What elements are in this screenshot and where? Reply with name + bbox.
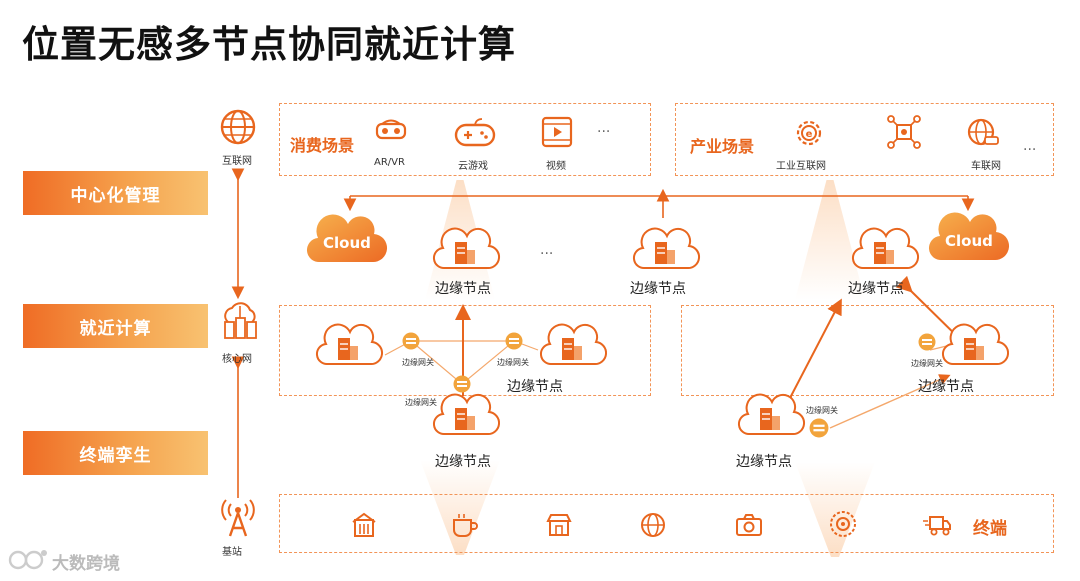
- industry-scenario-box: [675, 103, 1054, 176]
- gateway-label: 边缘网关: [806, 406, 838, 415]
- ellipsis: ···: [540, 246, 554, 262]
- edge-node-icon: [540, 322, 608, 372]
- edge-node-icon: [433, 226, 501, 276]
- vr-headset-icon: [374, 117, 408, 147]
- svg-text:e: e: [806, 129, 813, 140]
- video-icon: [541, 116, 573, 152]
- edge-node-icon: [316, 322, 384, 372]
- network-hub-icon: [887, 115, 921, 153]
- edge-node-label: 边缘节点: [848, 281, 904, 297]
- gateway-label: 边缘网关: [405, 398, 437, 407]
- edge-node-label: 边缘节点: [435, 454, 491, 470]
- cloud-icon: [928, 208, 1010, 262]
- gateway-icon: [505, 332, 523, 354]
- base-station-label: 基站: [222, 547, 242, 558]
- industry-item-label: 车联网: [971, 161, 1001, 172]
- gateway-label: 边缘网关: [497, 358, 529, 367]
- cloud-label: Cloud: [945, 232, 993, 250]
- core-network-label: 核心网: [222, 354, 252, 365]
- gamepad-icon: [454, 117, 496, 151]
- consumer-scenario-box: [279, 103, 651, 176]
- edge-node-icon: [738, 392, 806, 442]
- watermark-logo-icon: [8, 545, 50, 579]
- delivery-truck-icon: [922, 513, 952, 541]
- gateway-icon: [453, 375, 471, 397]
- base-station-icon: [218, 498, 258, 542]
- camera-icon: [735, 513, 763, 541]
- industry-item-label: 工业互联网: [776, 161, 826, 172]
- edge-node-label: 边缘节点: [435, 281, 491, 297]
- gateway-label: 边缘网关: [402, 358, 434, 367]
- cup-icon: [451, 512, 479, 542]
- consumer-item-label: AR/VR: [374, 157, 405, 168]
- page-title: 位置无感多节点协同就近计算: [22, 23, 516, 66]
- edge-node-icon: [433, 392, 501, 442]
- gear-icon: e: [792, 116, 826, 154]
- layer-nearby-compute: 就近计算: [23, 304, 208, 348]
- gateway-label: 边缘网关: [911, 359, 943, 368]
- consumer-item-label: 云游戏: [458, 161, 488, 172]
- medal-icon: [828, 509, 858, 543]
- industry-more: ···: [1023, 142, 1037, 158]
- edge-node-icon: [852, 226, 920, 276]
- edge-node-label: 边缘节点: [507, 379, 563, 395]
- layer-central-management: 中心化管理: [23, 171, 208, 215]
- internet-label: 互联网: [222, 156, 252, 167]
- edge-node-icon: [942, 322, 1010, 372]
- consumer-more: ···: [597, 124, 611, 140]
- globe-icon: [640, 512, 666, 542]
- cloud-icon: [306, 210, 388, 264]
- industry-scenario-label: 产业场景: [690, 137, 755, 156]
- cloud-label: Cloud: [323, 234, 371, 252]
- watermark-text: 大数跨境: [52, 554, 120, 574]
- store-icon: [546, 513, 572, 541]
- car-globe-icon: [966, 117, 1000, 153]
- core-network-icon: [220, 300, 260, 346]
- gateway-icon: [809, 418, 829, 442]
- terminal-box: [279, 494, 1054, 553]
- globe-icon: [219, 108, 257, 150]
- consumer-item-label: 视频: [546, 161, 566, 172]
- terminal-label: 终端: [973, 519, 1007, 539]
- gateway-icon: [402, 332, 420, 354]
- edge-region-right: [681, 305, 1054, 396]
- edge-node-label: 边缘节点: [918, 379, 974, 395]
- edge-node-label: 边缘节点: [736, 454, 792, 470]
- layer-terminal-twin: 终端孪生: [23, 431, 208, 475]
- edge-node-label: 边缘节点: [630, 281, 686, 297]
- consumer-scenario-label: 消费场景: [290, 136, 355, 155]
- gateway-icon: [918, 333, 936, 355]
- building-icon: [351, 512, 377, 542]
- edge-node-icon: [633, 226, 701, 276]
